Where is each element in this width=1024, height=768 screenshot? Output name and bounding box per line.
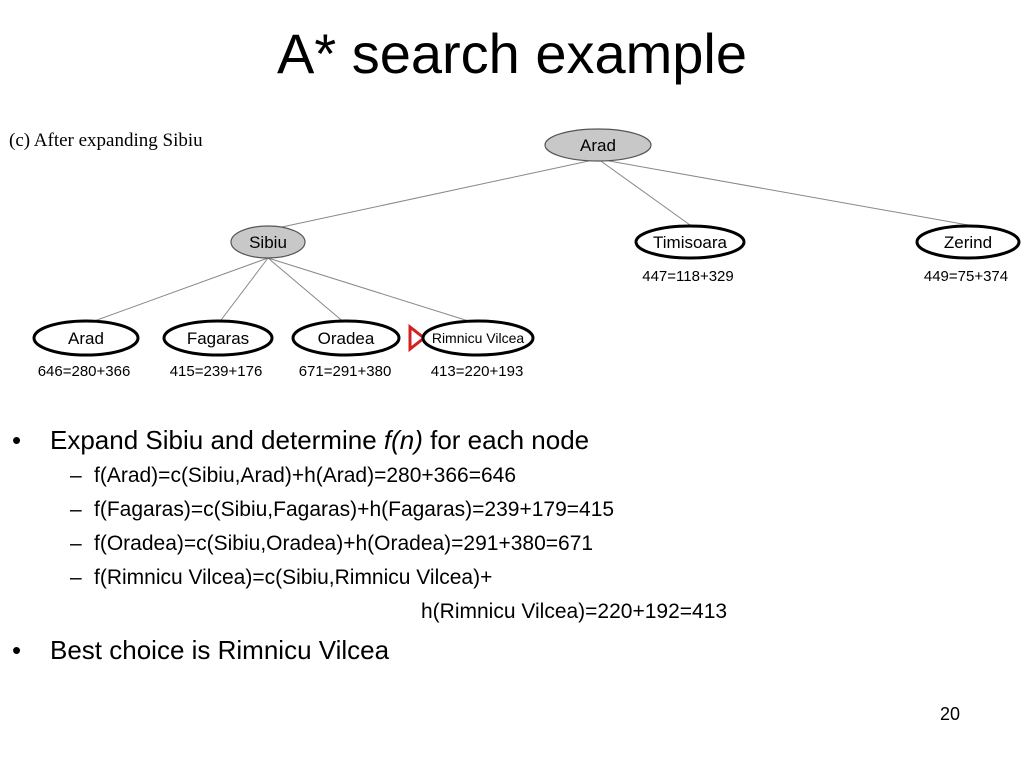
bullet-expand-sibiu-suffix: for each node — [422, 425, 590, 455]
dash-glyph: – — [70, 532, 82, 555]
node-arad-root-label: Arad — [580, 136, 616, 155]
bullet-expand-sibiu-prefix: Expand Sibiu and determine — [50, 425, 384, 455]
node-fagaras-label: Fagaras — [187, 329, 249, 348]
edge-sibiu-arad — [85, 257, 269, 325]
search-tree-figure: (c) After expanding Sibiu Arad Sibiu Tim… — [0, 118, 1024, 398]
sub-bullet-oradea-text: f(Oradea)=c(Sibiu,Oradea)+h(Oradea)=291+… — [94, 532, 594, 555]
slide-title: A* search example — [276, 22, 747, 85]
node-sibiu-label: Sibiu — [249, 233, 287, 252]
sub-bullet-rimnicu-text: f(Rimnicu Vilcea)=c(Sibiu,Rimnicu Vilcea… — [94, 566, 493, 589]
node-zerind: Zerind 449=75+374 — [915, 224, 1021, 285]
node-sibiu: Sibiu — [230, 225, 306, 259]
edge-sibiu-fagaras — [217, 257, 269, 325]
bullet-best-choice-text: Best choice is Rimnicu Vilcea — [50, 635, 390, 665]
edge-arad-sibiu — [267, 158, 599, 231]
node-timisoara: Timisoara 447=118+329 — [634, 224, 746, 285]
edge-arad-zerind — [597, 158, 969, 226]
bullet-expand-sibiu-text: Expand Sibiu and determine f(n) for each… — [50, 420, 589, 460]
edge-sibiu-oradea — [267, 257, 347, 325]
dash-glyph: – — [70, 498, 82, 521]
node-rimnicu-vilcea-label: Rimnicu Vilcea — [432, 330, 525, 346]
node-rimnicu-vilcea: Rimnicu Vilcea 413=220+193 — [408, 319, 535, 380]
edge-arad-timisoara — [597, 158, 691, 226]
bullet-glyph: • — [12, 425, 22, 455]
bullet-glyph: • — [12, 635, 22, 665]
node-fagaras: Fagaras 415=239+176 — [162, 319, 274, 380]
sub-bullet-rimnicu-continuation: h(Rimnicu Vilcea)=220+192=413 — [421, 600, 728, 623]
node-oradea: Oradea 671=291+380 — [291, 319, 401, 380]
node-timisoara-fvalue: 447=118+329 — [642, 268, 734, 285]
bullet-expand-sibiu-fn: f(n) — [383, 425, 423, 455]
node-arad-child-fvalue: 646=280+366 — [38, 363, 131, 380]
dash-glyph: – — [70, 566, 82, 589]
edge-sibiu-rimnicu — [267, 257, 479, 325]
node-zerind-label: Zerind — [944, 233, 992, 252]
node-zerind-fvalue: 449=75+374 — [924, 268, 1008, 285]
node-arad-child: Arad 646=280+366 — [32, 319, 140, 380]
sub-bullet-arad-text: f(Arad)=c(Sibiu,Arad)+h(Arad)=280+366=64… — [94, 464, 517, 487]
page-number: 20 — [939, 704, 960, 724]
figure-caption: (c) After expanding Sibiu — [9, 130, 203, 151]
node-oradea-label: Oradea — [318, 329, 375, 348]
node-arad-root: Arad — [544, 128, 652, 162]
selection-arrow-icon — [408, 323, 427, 353]
dash-glyph: – — [70, 464, 82, 487]
sub-bullet-fagaras-text: f(Fagaras)=c(Sibiu,Fagaras)+h(Fagaras)=2… — [94, 498, 615, 521]
node-timisoara-label: Timisoara — [653, 233, 728, 252]
node-oradea-fvalue: 671=291+380 — [299, 363, 392, 380]
node-fagaras-fvalue: 415=239+176 — [170, 363, 263, 380]
node-arad-child-label: Arad — [68, 329, 104, 348]
node-rimnicu-vilcea-fvalue: 413=220+193 — [431, 363, 524, 380]
search-tree-svg: (c) After expanding Sibiu Arad Sibiu Tim… — [9, 128, 1021, 380]
